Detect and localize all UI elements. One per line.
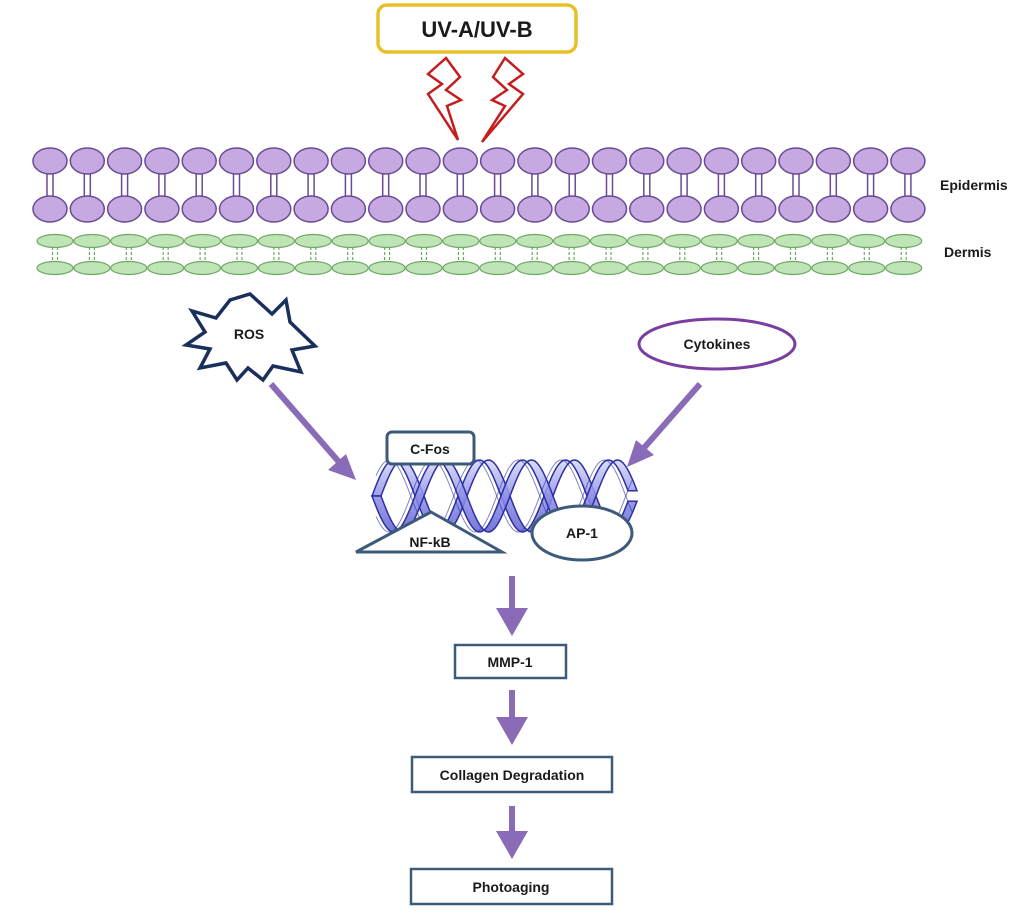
dermis-cell — [36, 233, 74, 276]
ros-label: ROS — [234, 326, 264, 342]
cfos-label: C-Fos — [410, 441, 450, 457]
ap1-label: AP-1 — [566, 525, 598, 541]
arrow-mmp1-to-collagen — [496, 690, 528, 745]
lipid-molecule — [367, 147, 404, 223]
uv-source-box: UV-A/UV-B — [376, 3, 578, 54]
lightning-bolt-right-icon — [480, 56, 526, 143]
nfkb-triangle — [355, 510, 508, 554]
photoaging-label: Photoaging — [473, 879, 550, 895]
dermis-cell — [663, 233, 701, 276]
dermis-cell — [885, 233, 923, 276]
dermis-cell — [147, 233, 185, 276]
mmp1-label: MMP-1 — [487, 654, 532, 670]
ap1-ellipse — [530, 504, 634, 562]
collagen-degradation-box — [410, 755, 614, 794]
lipid-molecule — [32, 147, 68, 223]
dermis-cell — [184, 233, 222, 276]
dna-strand-highlight — [375, 459, 633, 533]
lipid-molecule — [815, 147, 852, 223]
uv-source-label: UV-A/UV-B — [421, 17, 532, 42]
lipid-molecule — [144, 147, 180, 223]
lipid-molecule — [181, 147, 217, 223]
lipid-molecule — [479, 147, 516, 223]
lipid-molecule — [293, 147, 329, 223]
mmp1-box — [453, 643, 568, 680]
mmp1-node: MMP-1 — [453, 643, 568, 680]
arrow-collagen-to-photoaging — [496, 806, 528, 859]
dermis-layer — [36, 233, 923, 276]
lipid-molecule — [330, 147, 367, 223]
arrow-dna-to-mmp1 — [496, 576, 528, 636]
dermis-cell — [811, 233, 849, 276]
arrow-ros-to-dna — [268, 382, 356, 480]
uv-lightning-bolts — [425, 56, 526, 143]
epidermis-label: Epidermis — [940, 177, 1008, 193]
dermis-cell — [257, 233, 295, 276]
uv-source-border — [376, 3, 578, 54]
dermis-cell — [774, 233, 812, 276]
lipid-molecule — [256, 147, 292, 223]
dermis-cell — [331, 233, 369, 276]
lipid-molecule — [890, 147, 926, 223]
dna-strand-front — [370, 459, 639, 533]
dermis-cell — [848, 233, 886, 276]
ros-starburst-icon — [181, 292, 319, 383]
arrow-cytokines-to-dna — [627, 382, 703, 467]
lipid-molecule — [778, 147, 814, 223]
dermis-cell — [552, 233, 591, 276]
lipid-molecule — [629, 147, 665, 223]
cytokines-node: Cytokines — [637, 317, 797, 371]
lipid-molecule — [852, 147, 889, 223]
dermis-cell — [516, 233, 554, 276]
dermis-cell — [479, 233, 517, 276]
dermis-cell — [220, 233, 259, 276]
lightning-bolt-left-icon — [425, 56, 464, 141]
dermis-cell — [294, 233, 332, 276]
collagen-degradation-node: Collagen Degradation — [410, 755, 614, 794]
dermis-cell — [110, 233, 148, 276]
dermis-cell — [700, 233, 738, 276]
epidermis-membrane — [32, 147, 926, 223]
lipid-molecule — [405, 147, 441, 223]
dermis-cell — [626, 233, 665, 276]
lipid-molecule — [218, 147, 255, 223]
cytokines-label: Cytokines — [684, 336, 751, 352]
ap1-node: AP-1 — [530, 504, 634, 562]
dermis-cell — [368, 233, 406, 276]
lipid-molecule — [517, 147, 553, 223]
lipid-molecule — [666, 147, 702, 223]
photoaging-box — [409, 867, 614, 906]
dermis-cell — [589, 233, 628, 276]
lipid-molecule — [442, 147, 479, 223]
pathway-arrows — [268, 382, 703, 859]
dermis-cell — [737, 233, 775, 276]
lipid-molecule — [703, 147, 740, 223]
lipid-molecule — [69, 147, 106, 223]
nfkb-label: NF-kB — [409, 534, 450, 550]
lipid-molecule — [740, 147, 777, 223]
lipid-molecule — [106, 147, 143, 223]
cfos-box — [385, 430, 476, 466]
nfkb-node: NF-kB — [355, 510, 508, 554]
lipid-molecule — [554, 147, 590, 223]
dermis-label: Dermis — [944, 244, 992, 260]
dermis-cell — [442, 233, 480, 276]
dermis-cell — [405, 233, 443, 276]
photoaging-node: Photoaging — [409, 867, 614, 906]
cytokines-ellipse — [637, 317, 797, 371]
collagen-degradation-label: Collagen Degradation — [440, 767, 585, 783]
cfos-node: C-Fos — [385, 430, 476, 466]
ros-node: ROS — [181, 292, 319, 383]
lipid-molecule — [591, 147, 628, 223]
dermis-cell — [73, 233, 111, 276]
